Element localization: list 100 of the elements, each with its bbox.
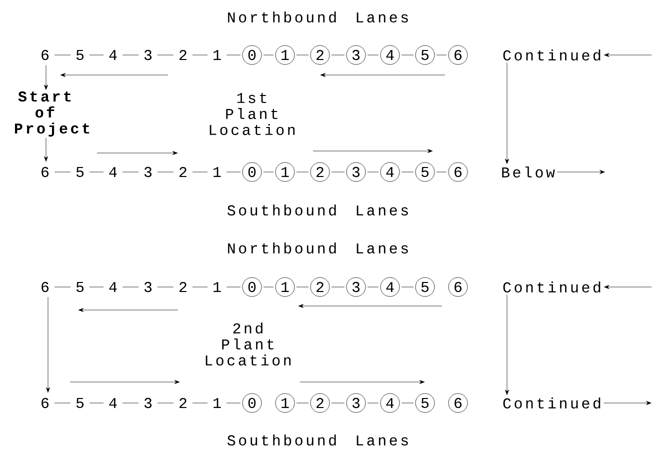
station-number: 6 [42, 282, 49, 292]
arrow [44, 138, 48, 162]
circled-station-number: 0 [242, 45, 262, 65]
plant-location-label: 2nd Plant Location [206, 322, 291, 366]
circled-station-number: 3 [346, 162, 366, 182]
circled-station-number: 3 [346, 277, 366, 297]
connector-dash [401, 54, 414, 56]
connector-dash [331, 402, 345, 404]
station-number: 3 [144, 50, 152, 60]
connector-dash [401, 286, 414, 288]
connector-dash [157, 286, 174, 288]
connector-dash [263, 286, 274, 288]
connector-dash [89, 286, 104, 288]
circled-station-number: 5 [415, 277, 435, 297]
circled-station-number: 0 [242, 277, 262, 297]
arrow [604, 401, 652, 405]
circled-station-number: 5 [415, 393, 435, 413]
connector-dash [54, 286, 71, 288]
connector-dash [401, 402, 414, 404]
station-number: 3 [144, 398, 152, 408]
arrow [604, 53, 652, 57]
lane-heading: Southbound Lanes [227, 204, 408, 216]
connector-dash [263, 54, 274, 56]
station-number: 4 [109, 167, 117, 177]
circled-station-number: 1 [275, 393, 295, 413]
continuation-note: Continued [503, 397, 600, 409]
circled-station-number: 6 [448, 277, 468, 297]
connector-dash [157, 402, 174, 404]
station-number: 1 [214, 398, 221, 408]
station-number: 6 [42, 50, 49, 60]
circled-station-number: 6 [448, 162, 468, 182]
circled-station-number: 2 [310, 45, 330, 65]
connector-dash [226, 54, 241, 56]
connector-dash [192, 402, 208, 404]
station-number: 3 [144, 282, 152, 292]
connector-dash [331, 54, 345, 56]
circled-station-number: 5 [415, 162, 435, 182]
connector-dash [226, 286, 241, 288]
arrow [44, 64, 48, 90]
connector-dash [436, 54, 447, 56]
station-number: 4 [109, 398, 117, 408]
start-label: Start of Project [15, 91, 90, 137]
circled-station-number: 2 [310, 162, 330, 182]
circled-station-number: 4 [380, 277, 400, 297]
connector-dash [122, 402, 139, 404]
connector-dash [122, 286, 139, 288]
station-number: 5 [76, 398, 84, 408]
plant-location-label: 1st Plant Location [210, 92, 295, 136]
circled-station-number: 1 [275, 45, 295, 65]
station-number: 1 [214, 50, 221, 60]
lane-heading: Northbound Lanes [228, 242, 408, 254]
connector-dash [89, 402, 104, 404]
lane-heading: Northbound Lanes [228, 11, 408, 23]
station-number: 6 [42, 398, 49, 408]
circled-station-number: 4 [380, 45, 400, 65]
circled-station-number: 6 [448, 393, 468, 413]
station-number: 2 [180, 398, 186, 408]
station-number: 5 [76, 282, 84, 292]
circled-station-number: 2 [310, 277, 330, 297]
circled-station-number: 0 [242, 393, 262, 413]
connector-dash [296, 286, 309, 288]
circled-station-number: 1 [275, 277, 295, 297]
connector-dash [367, 54, 379, 56]
connector-dash [89, 54, 104, 56]
circled-station-number: 2 [310, 393, 330, 413]
circled-station-number: 3 [346, 393, 366, 413]
connector-dash [54, 402, 71, 404]
circled-station-number: 3 [346, 45, 366, 65]
connector-dash [296, 402, 309, 404]
station-number: 5 [76, 167, 84, 177]
continuation-note: Below [502, 166, 555, 178]
arrow [46, 296, 50, 393]
station-number: 2 [180, 166, 186, 178]
station-number: 1 [214, 282, 221, 292]
connector-dash [331, 286, 345, 288]
connector-dash [157, 54, 174, 56]
circled-station-number: 0 [242, 162, 262, 182]
continuation-note: Continued [503, 281, 600, 293]
connector-dash [367, 286, 379, 288]
station-number: 6 [42, 166, 49, 178]
circled-station-number: 6 [448, 45, 468, 65]
connector-dash [296, 54, 309, 56]
circled-station-number: 1 [275, 162, 295, 182]
arrow [557, 170, 605, 174]
connector-dash [54, 54, 71, 56]
station-number: 2 [180, 282, 186, 292]
connector-dash [367, 402, 379, 404]
lane-heading: Southbound Lanes [227, 434, 408, 446]
continuation-note: Continued [503, 49, 600, 61]
connector-dash [226, 402, 241, 404]
connector-dash [192, 286, 208, 288]
arrow [604, 285, 652, 289]
circled-station-number: 5 [415, 45, 435, 65]
connector-dash [122, 54, 139, 56]
station-number: 3 [144, 166, 152, 178]
station-number: 5 [76, 50, 84, 60]
arrow [505, 294, 509, 395]
station-number: 2 [180, 50, 186, 60]
station-number: 1 [214, 167, 221, 177]
station-number: 4 [109, 282, 117, 292]
